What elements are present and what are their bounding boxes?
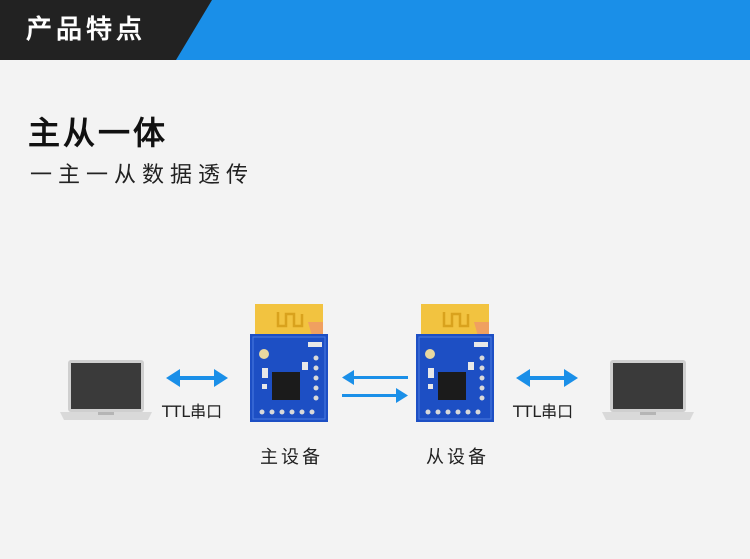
left-laptop-icon bbox=[60, 360, 152, 420]
slave-device-label: 从设备 bbox=[426, 447, 489, 468]
header-title: 产品特点 bbox=[26, 15, 147, 45]
slave-module-icon bbox=[416, 304, 494, 422]
arrow-left-icon bbox=[342, 370, 408, 385]
right-link-label: TTL串口 bbox=[513, 402, 574, 421]
right-laptop-icon bbox=[602, 360, 694, 420]
arrow-right-icon bbox=[342, 388, 408, 403]
section-subtitle: 一主一从数据透传 bbox=[30, 163, 255, 188]
left-double-arrow-icon bbox=[166, 369, 228, 387]
header-title-panel: 产品特点 bbox=[0, 0, 212, 60]
right-double-arrow-icon bbox=[516, 369, 578, 387]
section-title: 主从一体 bbox=[28, 114, 169, 152]
master-device-label: 主设备 bbox=[260, 447, 323, 468]
master-module-icon bbox=[250, 304, 328, 422]
left-link-label: TTL串口 bbox=[162, 402, 223, 421]
